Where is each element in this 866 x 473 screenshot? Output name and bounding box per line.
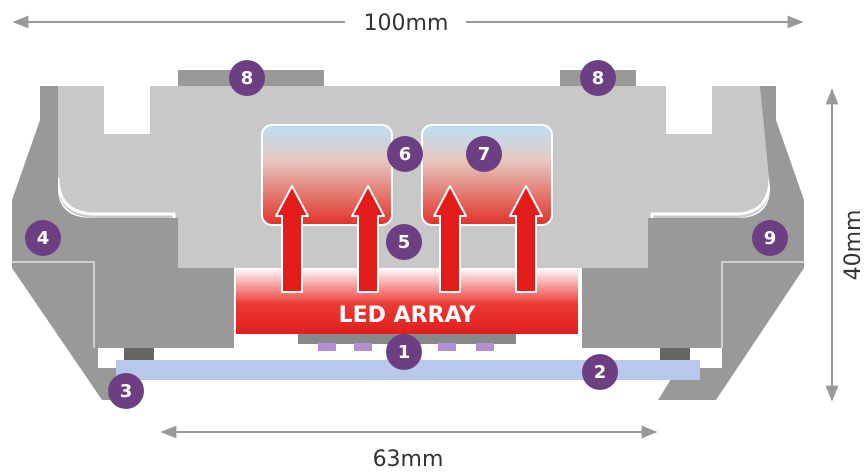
callout-8-left: 8 xyxy=(229,60,265,96)
led-array-label: LED ARRAY xyxy=(339,303,477,328)
led-emitter xyxy=(476,343,494,351)
callout-1: 1 xyxy=(386,334,422,370)
callout-9: 9 xyxy=(752,220,788,256)
callout-8-right: 8 xyxy=(580,60,616,96)
spacer-left xyxy=(124,348,154,360)
housing-right-divider xyxy=(721,261,804,348)
heat-arrow-1 xyxy=(275,185,309,293)
svg-text:3: 3 xyxy=(120,381,133,402)
led-emitter xyxy=(318,343,336,351)
body-contour-line xyxy=(56,177,772,268)
callout-5: 5 xyxy=(386,224,422,260)
svg-text:8: 8 xyxy=(592,68,605,89)
height-label: 40mm xyxy=(841,210,866,281)
notch-left xyxy=(104,86,150,134)
housing-left-divider xyxy=(12,261,95,348)
callout-7: 7 xyxy=(466,136,502,172)
dimension-100mm: 100mm xyxy=(12,11,804,36)
callout-2: 2 xyxy=(582,354,618,390)
callout-3: 3 xyxy=(108,373,144,409)
callout-6: 6 xyxy=(387,136,423,172)
dimension-40mm: 40mm xyxy=(825,88,866,402)
svg-text:8: 8 xyxy=(241,68,254,89)
width-top-label: 100mm xyxy=(364,11,449,36)
heat-arrow-3 xyxy=(433,185,467,293)
led-emitters xyxy=(318,343,494,351)
heatsink-body xyxy=(58,86,770,268)
spacer-right xyxy=(660,348,690,360)
notch-right xyxy=(666,86,712,134)
quartz-window xyxy=(116,360,700,380)
svg-text:5: 5 xyxy=(398,232,411,253)
svg-text:9: 9 xyxy=(764,228,777,249)
housing-right xyxy=(582,86,804,400)
dimension-63mm: 63mm xyxy=(160,425,658,472)
led-emitter xyxy=(438,343,456,351)
heat-flow-arrows xyxy=(275,185,543,293)
svg-text:4: 4 xyxy=(37,228,50,249)
svg-text:1: 1 xyxy=(398,342,411,363)
svg-text:7: 7 xyxy=(478,144,491,165)
svg-text:6: 6 xyxy=(399,144,412,165)
svg-text:2: 2 xyxy=(594,362,607,383)
heat-arrow-4 xyxy=(509,185,543,293)
callout-4: 4 xyxy=(25,220,61,256)
housing-left xyxy=(12,86,234,400)
heat-arrow-2 xyxy=(351,185,385,293)
led-emitter xyxy=(354,343,372,351)
width-bottom-label: 63mm xyxy=(373,447,444,472)
